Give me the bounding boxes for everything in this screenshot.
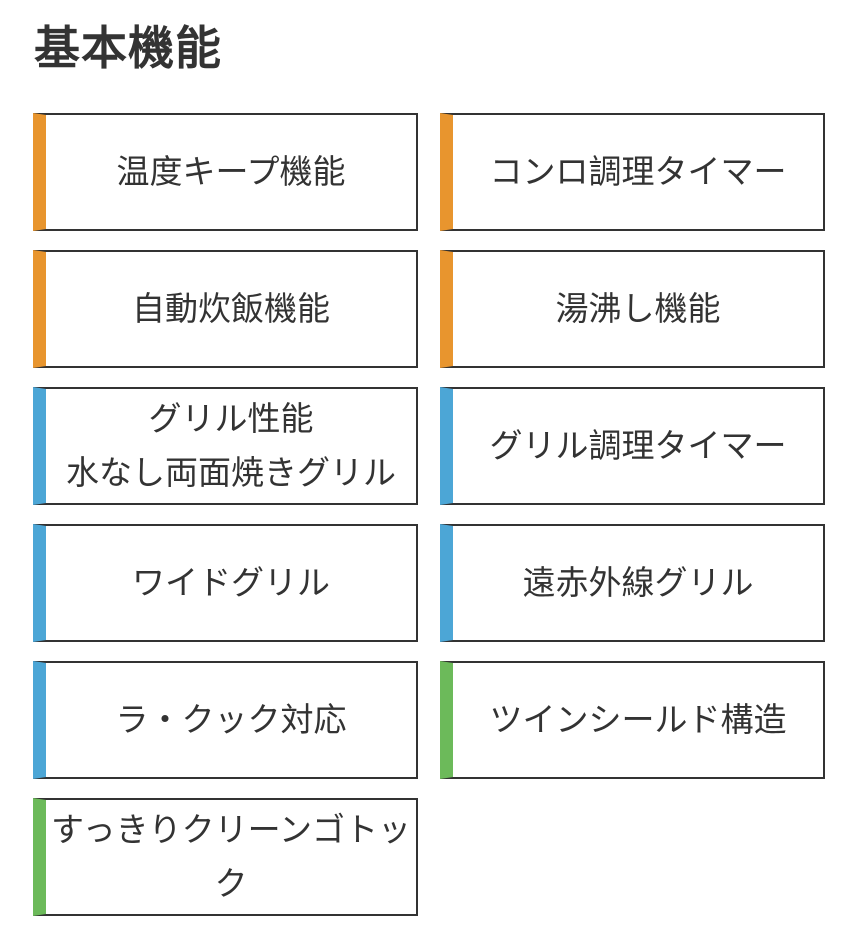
feature-item: ワイドグリル bbox=[33, 524, 418, 642]
feature-item: コンロ調理タイマー bbox=[440, 113, 825, 231]
feature-item: 温度キープ機能 bbox=[33, 113, 418, 231]
feature-label: ラ・クック対応 bbox=[115, 700, 347, 739]
feature-label: 遠赤外線グリル bbox=[522, 563, 754, 602]
feature-label: グリル調理タイマー bbox=[489, 426, 787, 465]
feature-item: ラ・クック対応 bbox=[33, 661, 418, 779]
feature-label: 自動炊飯機能 bbox=[132, 289, 330, 328]
feature-label: ツインシールド構造 bbox=[489, 700, 787, 739]
feature-item: 自動炊飯機能 bbox=[33, 250, 418, 368]
feature-item: グリル調理タイマー bbox=[440, 387, 825, 505]
feature-label: 温度キープ機能 bbox=[116, 152, 346, 191]
feature-item: ツインシールド構造 bbox=[440, 661, 825, 779]
feature-item: すっきりクリーンゴトッ ク bbox=[33, 798, 418, 916]
feature-item: 遠赤外線グリル bbox=[440, 524, 825, 642]
feature-label: 湯沸し機能 bbox=[555, 289, 721, 328]
feature-label: すっきりクリーンゴトッ ク bbox=[50, 810, 412, 903]
feature-grid: 温度キープ機能 コンロ調理タイマー 自動炊飯機能 湯沸し機能 グリル性能 水なし… bbox=[33, 113, 825, 916]
section-title: 基本機能 bbox=[34, 21, 222, 75]
feature-item: 湯沸し機能 bbox=[440, 250, 825, 368]
feature-label: グリル性能 水なし両面焼きグリル bbox=[66, 399, 396, 492]
feature-label: コンロ調理タイマー bbox=[489, 152, 787, 191]
feature-label: ワイドグリル bbox=[132, 563, 330, 602]
feature-item: グリル性能 水なし両面焼きグリル bbox=[33, 387, 418, 505]
